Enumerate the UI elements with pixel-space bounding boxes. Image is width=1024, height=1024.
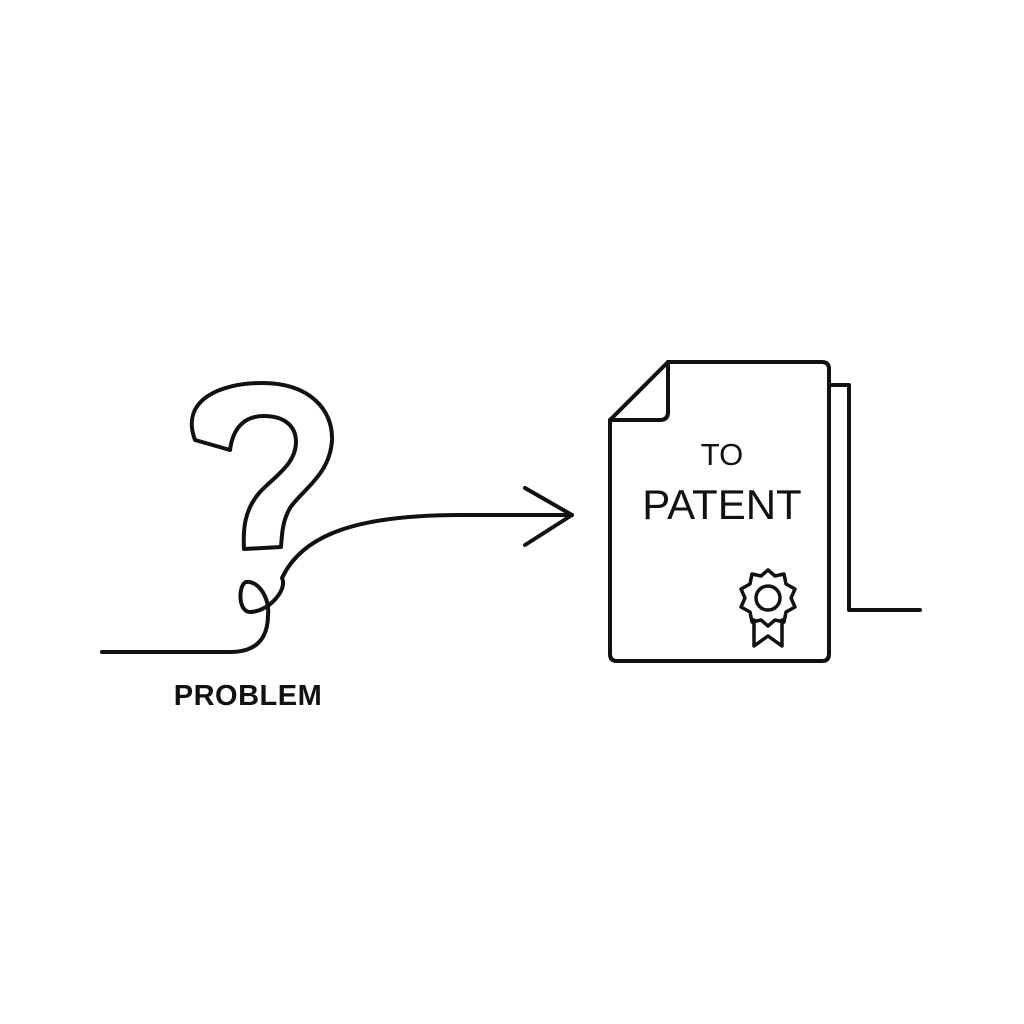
arrow-right-icon bbox=[523, 486, 574, 547]
award-seal-icon bbox=[739, 568, 797, 648]
question-mark-icon bbox=[189, 381, 335, 551]
flow-line bbox=[100, 513, 574, 654]
document-icon bbox=[608, 360, 922, 663]
patent-label: PATENT bbox=[642, 481, 801, 528]
problem-label: PROBLEM bbox=[174, 680, 323, 712]
to-label: TO bbox=[701, 437, 744, 472]
